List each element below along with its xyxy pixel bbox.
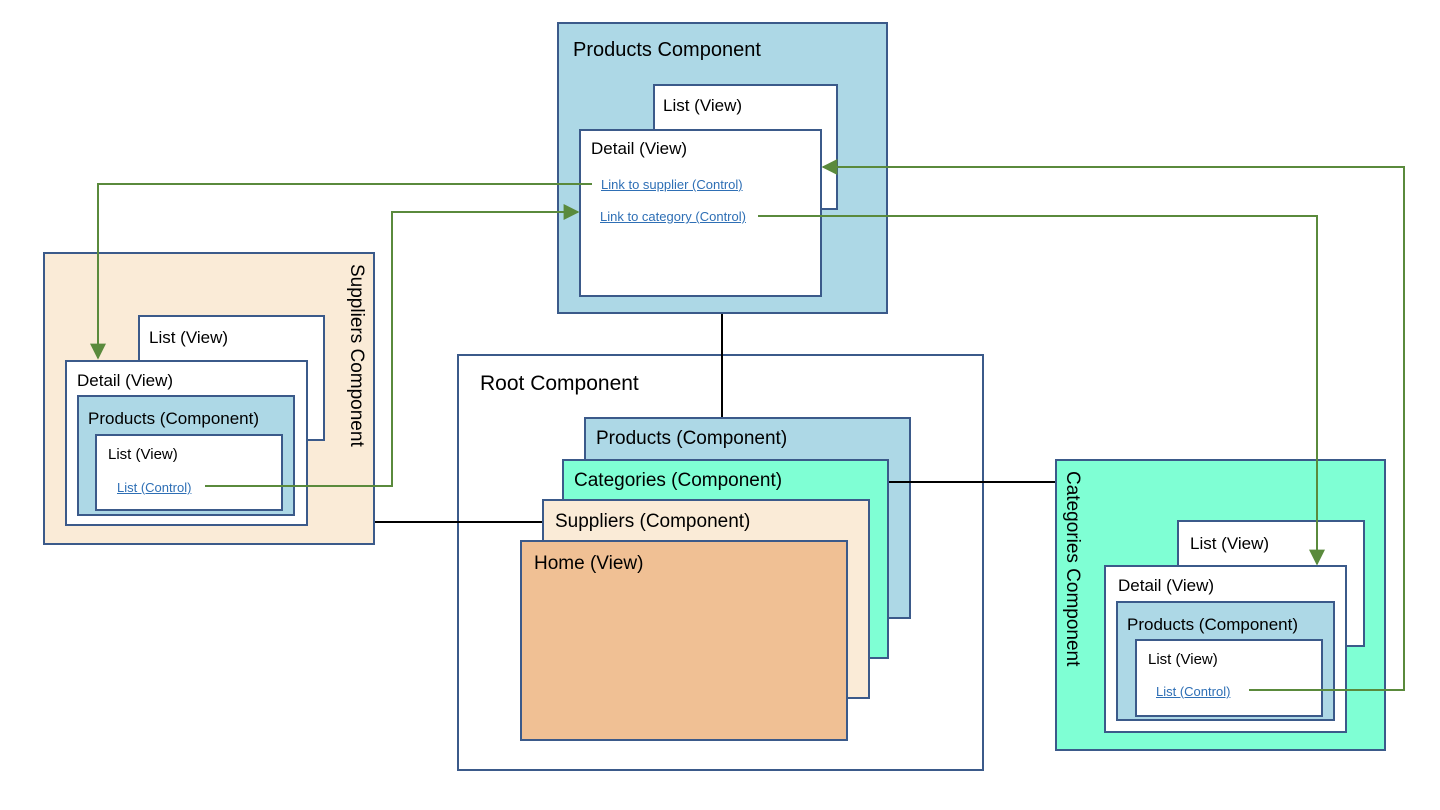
suppliers-component-title: Suppliers Component (346, 264, 367, 447)
products-detail-view-label: Detail (View) (591, 139, 688, 158)
home-view: Home (View) (520, 540, 848, 741)
link-to-category[interactable]: Link to category (Control) (600, 209, 746, 224)
root-stack-suppliers-label: Suppliers (Component) (555, 511, 751, 532)
root-stack-categories-label: Categories (Component) (574, 470, 783, 491)
categories-sub-list-view: List (View) List (Control) (1135, 639, 1323, 717)
categories-detail-view-label: Detail (View) (1118, 576, 1215, 595)
suppliers-list-control[interactable]: List (Control) (117, 480, 192, 495)
categories-list-view-label: List (View) (1190, 534, 1270, 553)
home-view-label: Home (View) (534, 553, 644, 574)
link-to-supplier[interactable]: Link to supplier (Control) (601, 177, 743, 192)
categories-component-title: Categories Component (1062, 471, 1083, 667)
suppliers-detail-view-label: Detail (View) (77, 371, 174, 390)
suppliers-list-view-label: List (View) (149, 328, 229, 347)
products-component-title: Products Component (573, 39, 761, 61)
categories-sub-list-view-label: List (View) (1148, 651, 1218, 668)
root-stack-products-label: Products (Component) (596, 428, 788, 449)
categories-products-sub-label: Products (Component) (1127, 615, 1299, 634)
suppliers-sub-list-view: List (View) List (Control) (95, 434, 283, 511)
suppliers-sub-list-view-label: List (View) (108, 446, 178, 463)
categories-list-control[interactable]: List (Control) (1156, 684, 1231, 699)
products-detail-view: Detail (View) Link to supplier (Control)… (579, 129, 822, 297)
products-list-view-label: List (View) (663, 96, 743, 115)
suppliers-products-sub-label: Products (Component) (88, 409, 260, 428)
root-component-title: Root Component (480, 372, 639, 395)
